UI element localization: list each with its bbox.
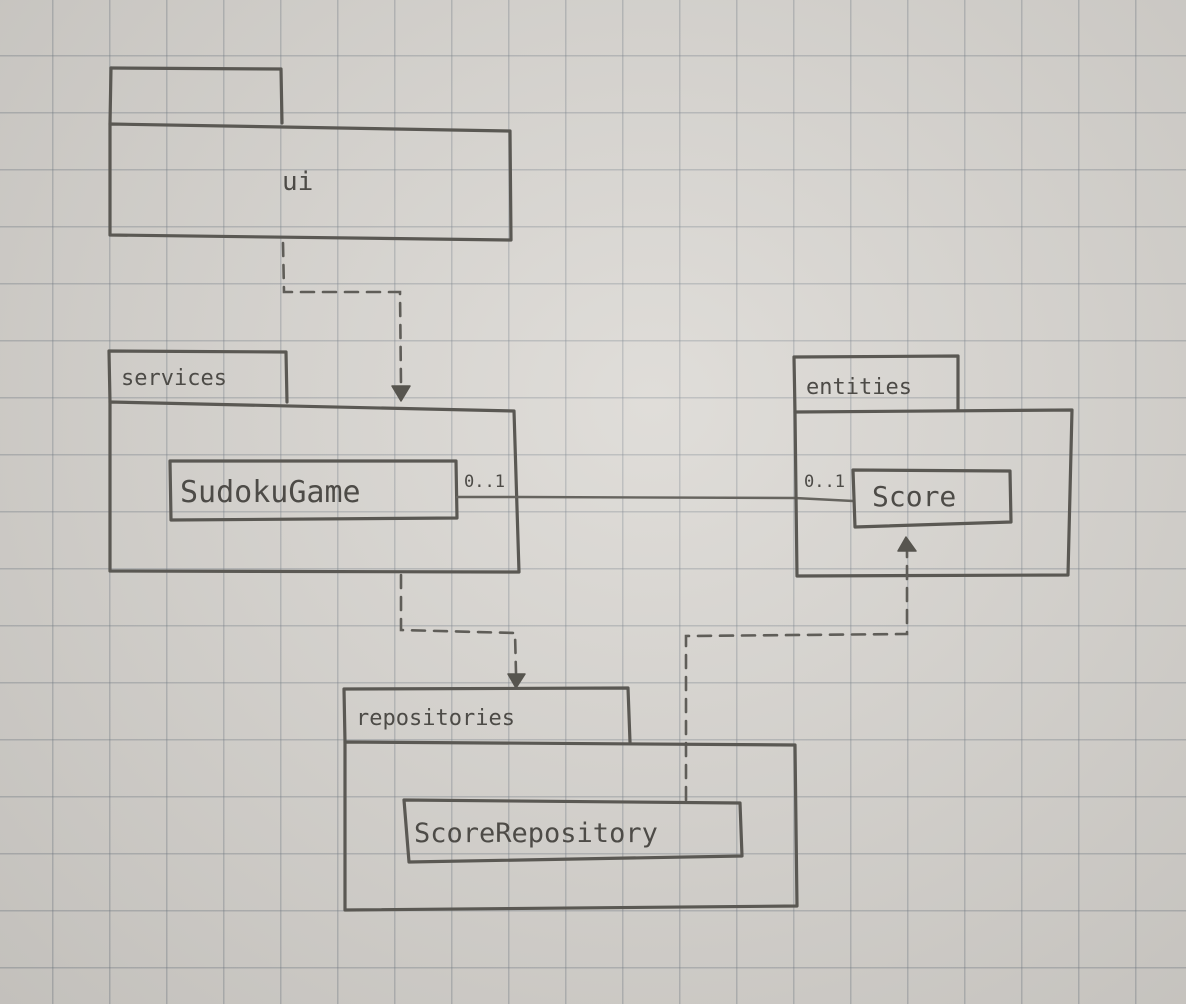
dependency-scorerepository-to-score [684,536,917,802]
dependency-arrowhead [507,673,526,689]
package-ui-label: ui [282,167,313,197]
package-repositories: repositories ScoreRepository [342,686,799,912]
dependency-ui-to-services [281,241,411,402]
package-services-tab [107,349,289,404]
package-repositories-body [343,740,799,912]
dependency-arrowhead [897,536,917,552]
package-entities-label: entities [806,375,912,400]
package-entities-tab [792,354,960,414]
class-score-box [851,468,1013,529]
dependency-arrowhead [391,385,411,402]
package-services: services SudokuGame [107,349,521,574]
package-ui-body [108,122,513,242]
class-sudokugame-box [168,459,459,522]
multiplicity-target: 0..1 [804,472,845,492]
class-score-label: Score [872,480,956,513]
package-repositories-tab [342,686,632,744]
package-entities-body [793,408,1074,578]
package-services-label: services [121,366,227,391]
package-entities: entities Score [792,354,1074,578]
package-ui-tab [109,66,284,125]
package-ui: ui [108,66,513,242]
association-sudokugame-score: 0..1 0..1 [455,472,855,503]
multiplicity-source: 0..1 [464,472,505,492]
package-services-body [108,400,521,574]
package-repositories-label: repositories [356,706,515,731]
dependency-services-to-repositories [399,573,526,689]
class-scorerepository-label: ScoreRepository [414,818,658,849]
class-sudokugame-label: SudokuGame [180,475,361,510]
class-scorerepository-box [402,798,744,864]
package-ui-tab-left [108,66,113,126]
